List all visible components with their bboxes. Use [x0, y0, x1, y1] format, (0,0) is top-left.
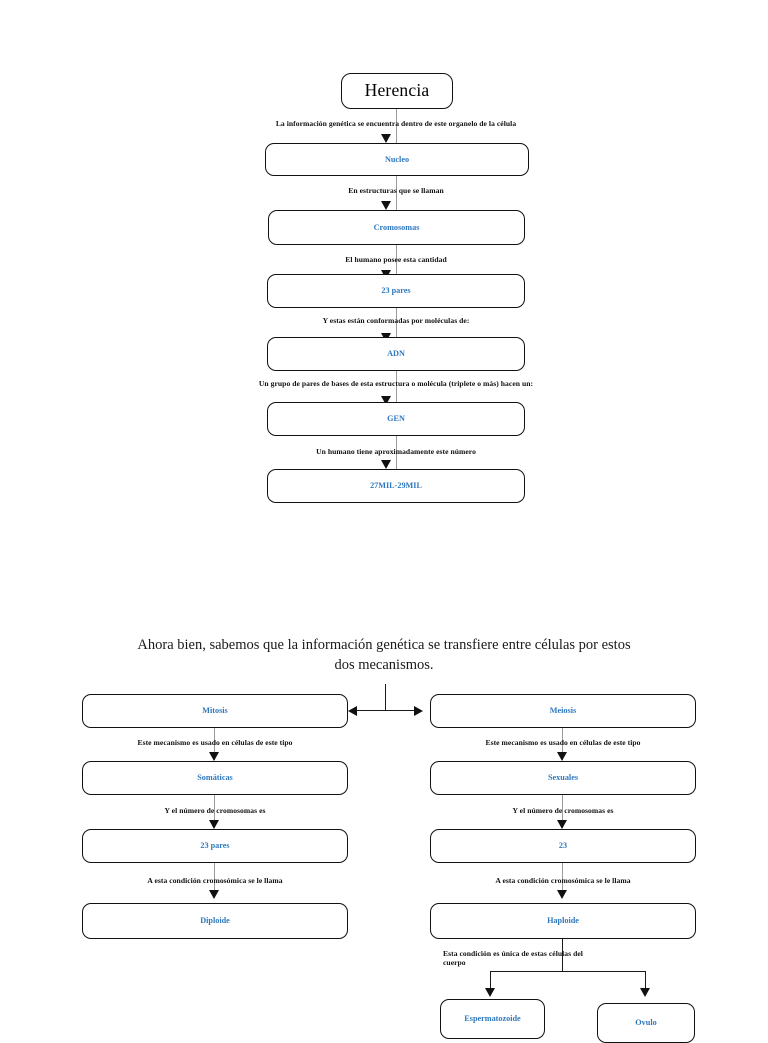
connector-haploide-stem — [562, 939, 563, 972]
node-meiosis[interactable]: Meiosis — [430, 694, 696, 728]
node-mitosis-label: Mitosis — [202, 706, 228, 716]
connector-split-stem — [385, 684, 386, 710]
connector-gametes-bar — [490, 971, 645, 973]
node-gen[interactable]: GEN — [267, 402, 525, 436]
node-left-chromosomes-label: 23 pares — [200, 841, 230, 851]
connector-meiosis-sexuales — [562, 728, 563, 760]
arrowhead-to-ovulo — [640, 988, 650, 997]
edge-label-unique-cells: Esta condición es única de estas células… — [443, 949, 583, 968]
node-mitosis[interactable]: Mitosis — [82, 694, 348, 728]
edge-label-left-condition: A esta condición cromosómica se le llama — [147, 876, 283, 885]
edge-label-to-genes-num: Un humano tiene aproximadamente este núm… — [316, 447, 476, 456]
node-nucleo[interactable]: Nucleo — [265, 143, 529, 176]
node-diploide[interactable]: Diploide — [82, 903, 348, 939]
node-genes-number-label: 27MIL-29MIL — [370, 481, 422, 491]
node-somaticas-label: Somáticas — [197, 773, 233, 783]
connector-somaticas-pares — [214, 795, 215, 828]
node-herencia-label: Herencia — [364, 80, 430, 101]
connector-herencia-nucleo — [396, 109, 397, 144]
connector-pares-adn — [396, 308, 397, 342]
node-somaticas[interactable]: Somáticas — [82, 761, 348, 795]
arrowhead-sexuales-23 — [557, 820, 567, 829]
edge-label-right-condition: A esta condición cromosómica se le llama — [495, 876, 631, 885]
arrowhead-to-nucleo — [381, 134, 391, 143]
node-cromosomas-label: Cromosomas — [373, 222, 420, 232]
node-diploide-label: Diploide — [200, 916, 230, 926]
node-sexuales-label: Sexuales — [547, 773, 579, 783]
node-cromosomas[interactable]: Cromosomas — [268, 210, 525, 245]
node-espermatozoide[interactable]: Espermatozoide — [440, 999, 545, 1039]
edge-label-to-adn: Y estas están conformadas por moléculas … — [322, 316, 470, 325]
node-haploide[interactable]: Haploide — [430, 903, 696, 939]
connector-ovulo-drop — [645, 971, 646, 989]
connector-mitosis-somaticas — [214, 728, 215, 760]
node-23-pares-label: 23 pares — [381, 286, 411, 296]
node-adn-label: ADN — [387, 349, 405, 359]
arrowhead-to-mitosis — [348, 706, 357, 716]
connector-gen-genes-num — [396, 436, 397, 469]
node-ovulo-label: Ovulo — [635, 1018, 657, 1028]
edge-label-to-cromosomas: En estructuras que se llaman — [348, 186, 444, 195]
connector-split-bar — [354, 710, 416, 712]
edge-label-to-nucleo: La información genética se encuentra den… — [275, 119, 517, 128]
arrowhead-to-espermatozoide — [485, 988, 495, 997]
node-23-pares[interactable]: 23 pares — [267, 274, 525, 308]
arrowhead-pares-diploide — [209, 890, 219, 899]
edge-label-left-chromosomes: Y el número de cromosomas es — [164, 806, 266, 815]
node-herencia[interactable]: Herencia — [341, 73, 453, 109]
arrowhead-to-gen — [381, 396, 391, 405]
node-nucleo-label: Nucleo — [384, 154, 410, 164]
node-sexuales[interactable]: Sexuales — [430, 761, 696, 795]
edge-label-to-gen: Un grupo de pares de bases de esta estru… — [258, 379, 534, 388]
arrowhead-meiosis-sexuales — [557, 752, 567, 761]
node-adn[interactable]: ADN — [267, 337, 525, 371]
edge-label-to-23pares: El humano posee esta cantidad — [345, 255, 447, 264]
arrowhead-mitosis-somaticas — [209, 752, 219, 761]
node-gen-label: GEN — [387, 414, 405, 424]
edge-label-meiosis-cells: Este mecanismo es usado en células de es… — [485, 738, 641, 747]
arrowhead-to-genes-num — [381, 460, 391, 469]
section-note-mecanismos: Ahora bien, sabemos que la información g… — [137, 637, 631, 673]
node-left-chromosomes[interactable]: 23 pares — [82, 829, 348, 863]
arrowhead-to-cromosomas — [381, 201, 391, 210]
node-haploide-label: Haploide — [547, 916, 579, 926]
node-espermatozoide-label: Espermatozoide — [464, 1014, 521, 1024]
connector-adn-gen — [396, 371, 397, 405]
arrowhead-to-meiosis — [414, 706, 423, 716]
edge-label-mitosis-cells: Este mecanismo es usado en células de es… — [137, 738, 293, 747]
connector-espermatozoide-drop — [490, 971, 491, 989]
arrowhead-23-haploide — [557, 890, 567, 899]
edge-label-right-chromosomes: Y el número de cromosomas es — [512, 806, 614, 815]
connector-pares-diploide — [214, 863, 215, 896]
connector-sexuales-23 — [562, 795, 563, 828]
connector-nucleo-cromosomas — [396, 176, 397, 211]
node-right-chromosomes-label: 23 — [558, 841, 568, 851]
node-ovulo[interactable]: Ovulo — [597, 1003, 695, 1043]
node-meiosis-label: Meiosis — [549, 706, 577, 716]
connector-23-haploide — [562, 863, 563, 896]
node-genes-number[interactable]: 27MIL-29MIL — [267, 469, 525, 503]
connector-cromosomas-pares — [396, 245, 397, 280]
arrowhead-somaticas-pares — [209, 820, 219, 829]
node-right-chromosomes[interactable]: 23 — [430, 829, 696, 863]
